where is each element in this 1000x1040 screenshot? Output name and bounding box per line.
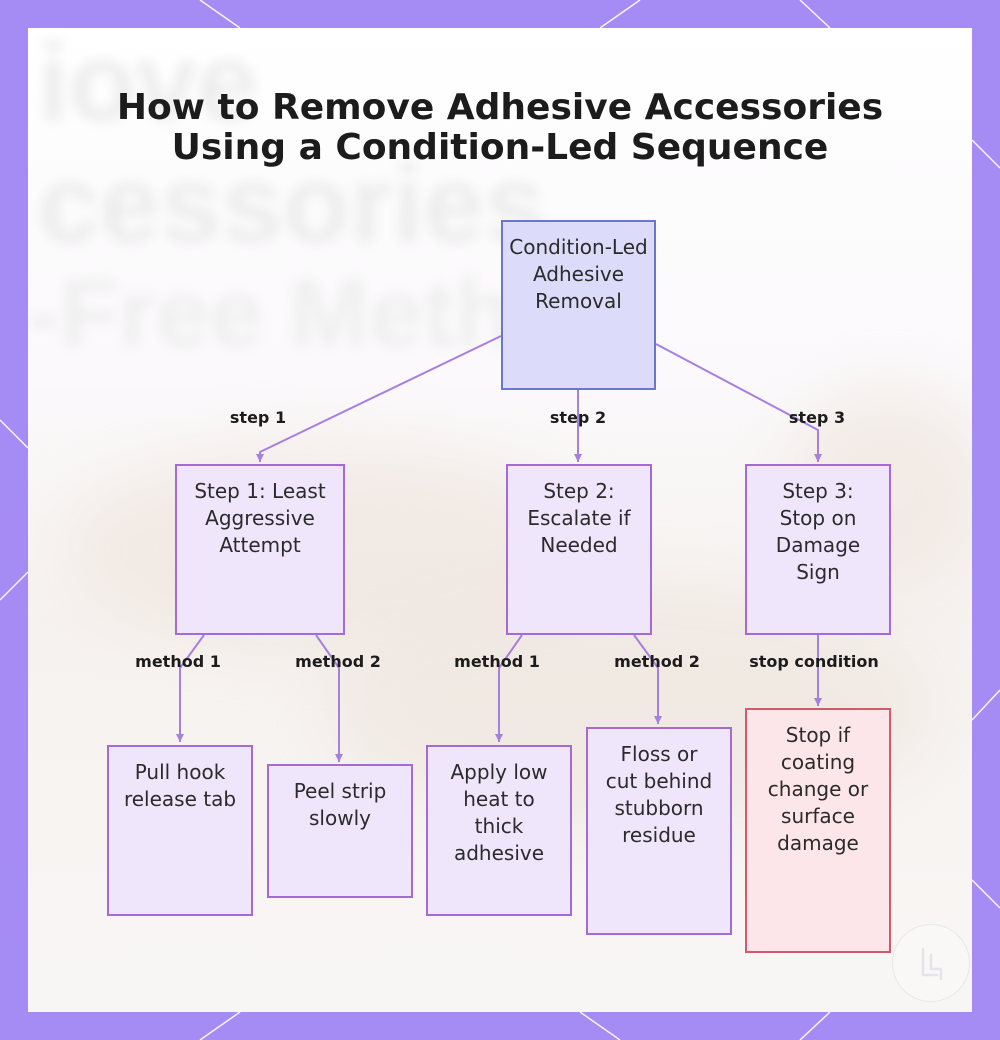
node-leaf-floss-cut: Floss or cut behind stubborn residue bbox=[586, 727, 732, 935]
node-step-3: Step 3: Stop on Damage Sign bbox=[745, 464, 891, 635]
edge-label-step-3: step 3 bbox=[788, 408, 846, 427]
watermark-logo-icon bbox=[892, 924, 970, 1002]
node-leaf-peel-strip: Peel strip slowly bbox=[267, 764, 413, 898]
node-leaf-low-heat: Apply low heat to thick adhesive bbox=[426, 745, 572, 916]
edge-step1-leaf2 bbox=[315, 634, 343, 762]
edge-step1-leaf1 bbox=[176, 634, 205, 742]
node-leaf-pull-hook: Pull hook release tab bbox=[107, 745, 253, 916]
background-text-line-1: iove bbox=[38, 28, 259, 144]
edge-root-step3 bbox=[655, 343, 822, 462]
node-root: Condition-Led Adhesive Removal bbox=[501, 220, 656, 390]
node-step-2: Step 2: Escalate if Needed bbox=[506, 464, 652, 635]
edge-label-stop-condition: stop condition bbox=[749, 652, 879, 671]
edge-label-step-1: step 1 bbox=[229, 408, 287, 427]
node-step-1: Step 1: Least Aggressive Attempt bbox=[175, 464, 345, 635]
diagram-title-line-2: Using a Condition-Led Sequence bbox=[171, 127, 829, 168]
diagram-title-line-1: How to Remove Adhesive Accessories bbox=[116, 87, 884, 128]
edge-step2-leaf4 bbox=[633, 634, 662, 724]
edge-label-step-2: step 2 bbox=[549, 408, 607, 427]
node-leaf-stop-condition: Stop if coating change or surface damage bbox=[745, 708, 891, 953]
edge-label-step1-method-1: method 1 bbox=[135, 652, 221, 671]
edge-label-step1-method-2: method 2 bbox=[295, 652, 381, 671]
edge-label-step2-method-1: method 1 bbox=[454, 652, 540, 671]
edge-step2-leaf3 bbox=[495, 634, 523, 742]
background-text-line-2: cessories bbox=[38, 143, 546, 266]
edge-label-step2-method-2: method 2 bbox=[614, 652, 700, 671]
edge-root-step1 bbox=[256, 335, 502, 462]
